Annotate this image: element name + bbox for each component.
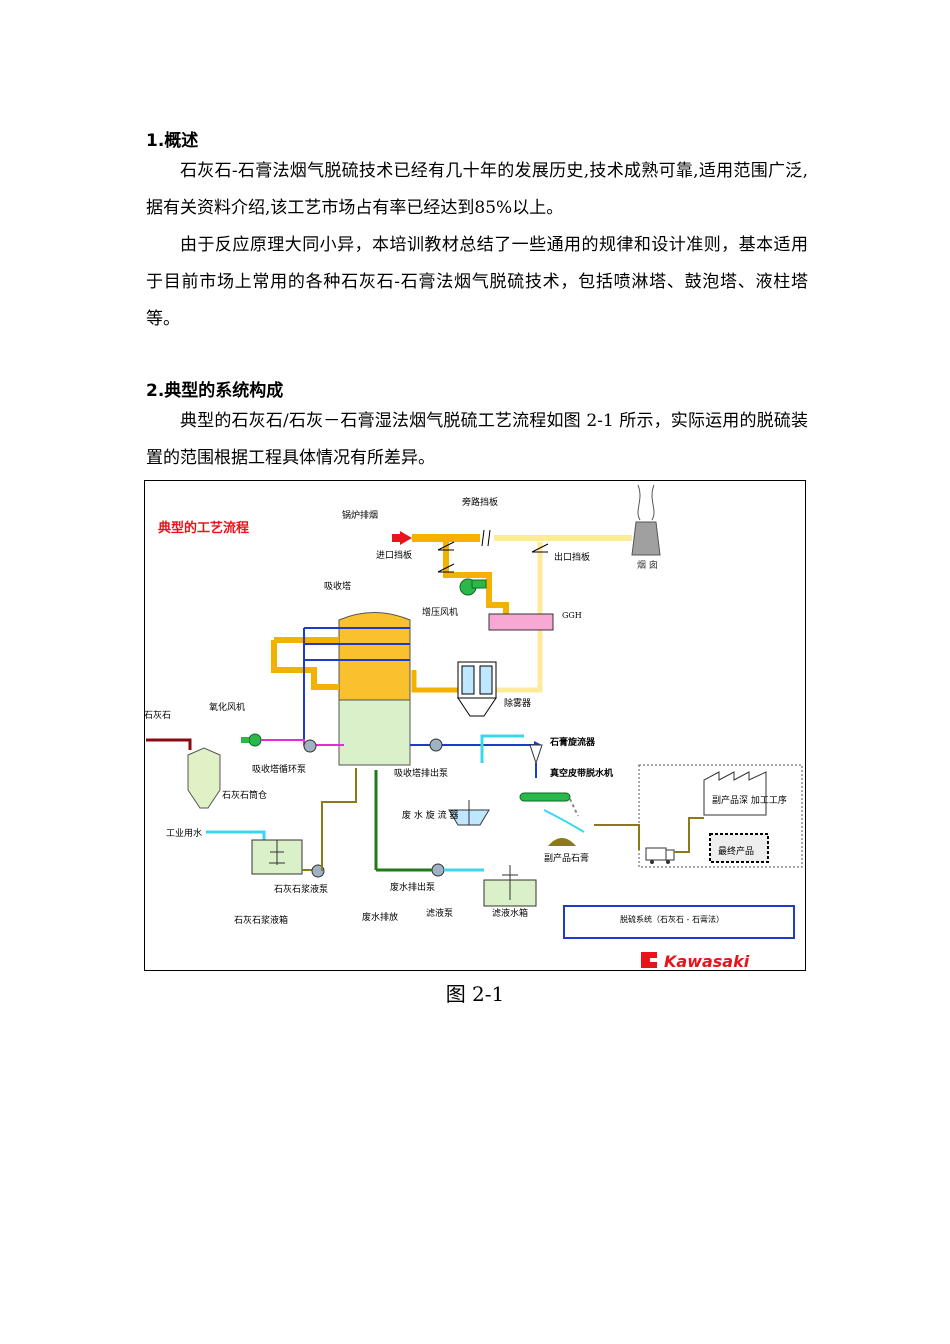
label-bleed-pump: 吸收塔排出泵	[394, 767, 448, 779]
limestone-silo-icon	[187, 747, 221, 809]
filtrate-tank-icon	[483, 865, 537, 907]
label-process-water: 工业用水	[166, 827, 202, 839]
label-vacuum-belt: 真空皮带脱水机	[550, 767, 613, 779]
ww-pump-icon	[374, 770, 484, 877]
label-chimney: 烟 囱	[637, 559, 658, 571]
demister-icon	[457, 661, 497, 717]
final-product-icon	[709, 833, 769, 863]
ww-cyclone-icon	[448, 800, 490, 826]
label-ww-discharge: 废水排放	[362, 911, 398, 923]
label-slurry-pump: 石灰石浆液泵	[274, 883, 328, 895]
process-flow-diagram: 典型的工艺流程 烟 囱 锅炉排烟 旁路挡板 进口挡板 出口挡板 增压风机 GG	[144, 480, 806, 971]
label-filtrate-tank: 滤液水箱	[492, 907, 528, 919]
label-ww-cyclone: 废 水 旋 流 器	[402, 809, 458, 821]
byproduct-processing-area	[638, 764, 803, 868]
label-byproduct-processing: 副产品深 加工工序	[712, 794, 787, 806]
label-demister: 除雾器	[504, 697, 531, 709]
slurry-pump-icon	[302, 768, 357, 878]
chimney-icon	[631, 484, 661, 556]
svg-text:Kawasaki: Kawasaki	[664, 952, 750, 971]
paragraph-system-1: 典型的石灰石/石灰－石膏湿法烟气脱硫工艺流程如图 2-1 所示，实际运用的脱硫装…	[146, 411, 808, 468]
label-outlet-damper: 出口挡板	[554, 551, 590, 563]
gypsum-pile	[548, 838, 576, 846]
absorber-tower	[271, 612, 411, 766]
figure-caption: 图 2-1	[445, 982, 505, 1006]
system-box	[563, 905, 795, 939]
slurry-tank-icon	[251, 839, 303, 875]
flue-duct	[392, 529, 632, 693]
paragraph-overview-2: 由于反应原理大同小异，本培训教材总结了一些通用的规律和设计准则，基本适用于目前市…	[146, 235, 808, 329]
label-inlet-damper: 进口挡板	[376, 549, 412, 561]
diagram-title: 典型的工艺流程	[158, 520, 249, 536]
label-system-box: 脱硫系统（石灰石 - 石膏法）	[620, 914, 724, 924]
booster-fan-icon	[459, 578, 487, 596]
section-heading-overview: 1.概述	[146, 131, 199, 151]
damper-icon	[437, 541, 549, 573]
recirculation-pump-icon	[303, 739, 317, 753]
gypsum-cyclone-icon	[480, 734, 543, 778]
kawasaki-logo: Kawasaki	[641, 952, 750, 971]
vacuum-belt-icon	[519, 792, 585, 833]
section-heading-system: 2.典型的系统构成	[146, 381, 284, 401]
factory-icon	[703, 771, 767, 816]
label-absorber: 吸收塔	[324, 580, 351, 592]
paragraph-overview-1: 石灰石-石膏法烟气脱硫技术已经有几十年的发展历史,技术成熟可靠,适用范围广泛,据…	[146, 161, 808, 218]
label-final-product: 最终产品	[718, 845, 754, 857]
label-recirc-pump: 吸收塔循环泵	[252, 763, 306, 775]
label-byproduct-gypsum: 副产品石膏	[544, 852, 589, 864]
label-booster-fan: 增压风机	[422, 606, 458, 618]
label-bypass-damper: 旁路挡板	[462, 496, 498, 508]
label-limestone: 石灰石	[144, 709, 171, 721]
label-gypsum-cyclone: 石膏旋流器	[549, 736, 596, 748]
label-slurry-tank: 石灰石浆液箱	[234, 914, 288, 926]
label-ww-pump: 废水排出泵	[390, 881, 435, 893]
label-ggh: GGH	[562, 611, 582, 620]
truck-icon	[645, 847, 675, 864]
label-oxidation-fan: 氧化风机	[209, 701, 245, 713]
label-filtrate-pump: 滤液泵	[426, 907, 453, 919]
label-limestone-silo: 石灰石筒仓	[222, 789, 267, 801]
byproduct-flow-line	[594, 817, 704, 853]
label-boiler-flue: 锅炉排烟	[342, 509, 378, 521]
oxidation-fan-icon	[241, 733, 344, 747]
ggh-exchanger	[488, 613, 554, 631]
